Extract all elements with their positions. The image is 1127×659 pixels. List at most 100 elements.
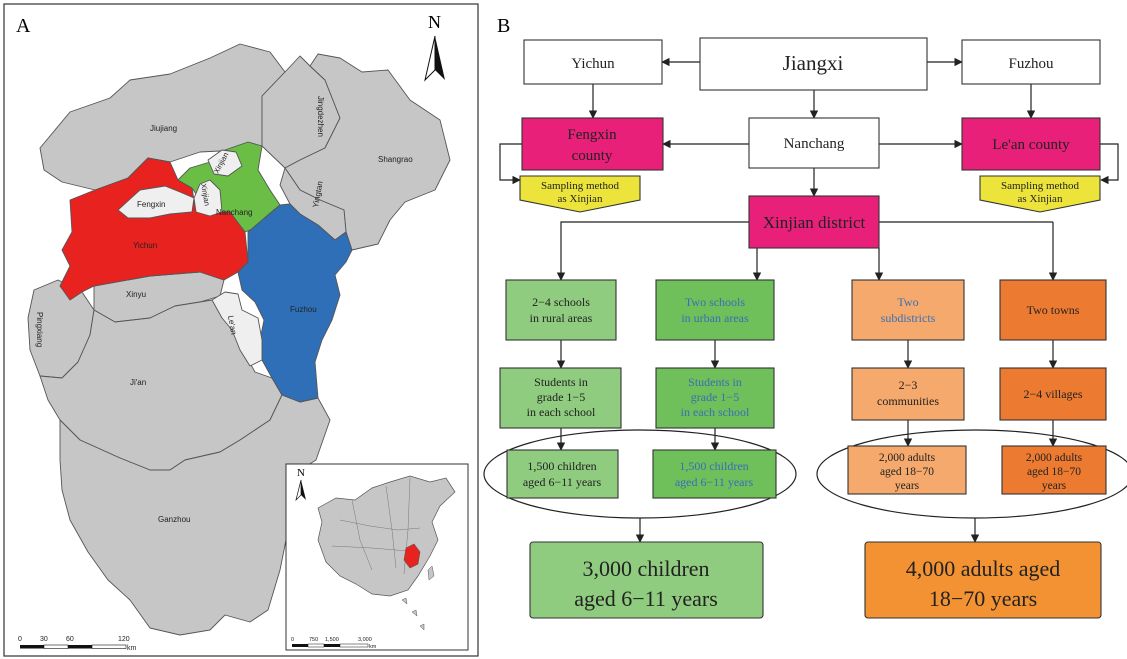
label-shangrao: Shangrao xyxy=(378,155,413,164)
label-xinjian-mid: Xinjian xyxy=(199,183,212,207)
label-jian: Ji'an xyxy=(130,378,146,387)
node-adults-town xyxy=(1001,445,1107,495)
node-total-children xyxy=(529,541,764,619)
taiwan-islands xyxy=(401,565,435,631)
text-sub-2: subdistricts xyxy=(881,311,936,325)
region-shangrao xyxy=(284,53,451,251)
text-total-children-2: aged 6−11 years xyxy=(574,586,718,611)
region-xinjian-mid xyxy=(193,179,223,217)
text-adult-town-1: 2,000 adults xyxy=(1026,452,1083,464)
node-adults-sub xyxy=(847,445,967,495)
label-ganzhou: Ganzhou xyxy=(158,515,190,524)
svg-text:3,000: 3,000 xyxy=(358,637,372,643)
text-stud-rural-3: in each school xyxy=(527,405,596,419)
node-children-rural xyxy=(506,449,619,499)
text-adult-town-3: years xyxy=(1042,480,1067,492)
text-lean: Le'an county xyxy=(992,137,1070,153)
text-total-adults-1: 4,000 adults aged xyxy=(906,556,1061,581)
text-sub-1: Two xyxy=(897,295,918,309)
node-jiangxi xyxy=(699,37,928,91)
panel-b-label: B xyxy=(497,15,510,37)
text-total-children-1: 3,000 children xyxy=(582,556,709,581)
label-fuzhou: Fuzhou xyxy=(290,305,317,314)
label-yichun: Yichun xyxy=(133,241,157,250)
inset-north-arrow-icon: N xyxy=(295,467,306,502)
text-child-urban-2: aged 6−11 years xyxy=(675,475,754,489)
node-yichun xyxy=(523,39,663,85)
node-students-urban xyxy=(655,367,775,429)
node-nanchang xyxy=(748,117,880,169)
node-total-adults xyxy=(864,541,1102,619)
node-lean-county xyxy=(961,117,1101,171)
label-nanchang: Nanchang xyxy=(216,208,252,217)
text-fengxin-2: county xyxy=(572,148,613,164)
flow-boxes xyxy=(499,37,1107,619)
text-urban-2: in urban areas xyxy=(681,311,749,325)
text-rural-1: 2−4 schools xyxy=(532,295,590,309)
text-sampling-right-1: Sampling method xyxy=(1001,180,1079,192)
china-outline xyxy=(317,475,456,597)
panel-b: B xyxy=(483,15,1127,619)
node-communities xyxy=(851,367,965,421)
text-child-rural-1: 1,500 children xyxy=(527,459,596,473)
text-stud-urban-1: Students in xyxy=(688,375,742,389)
node-xinjian-district xyxy=(748,195,880,249)
text-child-urban-1: 1,500 children xyxy=(679,459,748,473)
svg-text:km: km xyxy=(369,644,377,650)
node-students-rural xyxy=(499,367,622,429)
text-total-adults-2: 18−70 years xyxy=(929,586,1037,611)
text-stud-rural-2: grade 1−5 xyxy=(537,390,585,404)
label-fengxin: Fengxin xyxy=(137,200,165,209)
node-sampling-left xyxy=(519,175,641,213)
node-fengxin-county xyxy=(521,117,664,171)
text-adult-town-2: aged 18−70 xyxy=(1027,466,1081,478)
text-comm-2: communities xyxy=(877,394,939,408)
svg-text:km: km xyxy=(127,645,137,652)
text-sampling-left-1: Sampling method xyxy=(541,180,619,192)
jiangxi-map xyxy=(27,43,451,636)
text-stud-rural-1: Students in xyxy=(534,375,588,389)
region-xinjian-top xyxy=(207,149,243,177)
node-urban-schools xyxy=(655,279,775,341)
north-arrow-icon: N xyxy=(424,12,445,82)
text-xinjian-district: Xinjian district xyxy=(763,213,866,232)
text-adult-sub-1: 2,000 adults xyxy=(879,452,936,464)
node-subdistricts xyxy=(851,279,965,341)
node-villages xyxy=(999,367,1107,421)
text-sampling-right-2: as Xinjian xyxy=(1018,193,1063,205)
label-lean: Le'an xyxy=(226,315,238,336)
svg-text:1,500: 1,500 xyxy=(325,637,339,643)
scale-bar: 0 30 60 120 km xyxy=(18,636,137,652)
flow-texts: Jiangxi Yichun Fuzhou Fengxin county Nan… xyxy=(523,51,1083,611)
text-stud-urban-2: grade 1−5 xyxy=(691,390,739,404)
china-inset: N 0 750 1,500 3,000 km xyxy=(285,463,469,651)
text-comm-1: 2−3 xyxy=(899,378,918,392)
jiangxi-highlight xyxy=(403,543,421,569)
text-adult-sub-3: years xyxy=(895,480,920,492)
node-fuzhou xyxy=(961,39,1101,85)
label-xinyu: Xinyu xyxy=(126,290,146,299)
adults-group-ellipse xyxy=(816,429,1127,519)
label-jiujiang: Jiujiang xyxy=(150,124,177,133)
svg-text:0: 0 xyxy=(291,637,294,643)
node-rural-schools xyxy=(505,279,617,341)
svg-text:60: 60 xyxy=(66,636,74,643)
node-towns xyxy=(999,279,1107,341)
region-lean xyxy=(211,291,263,367)
svg-text:N: N xyxy=(428,12,441,32)
text-yichun: Yichun xyxy=(571,56,615,72)
node-children-urban xyxy=(652,449,777,499)
text-sampling-left-2: as Xinjian xyxy=(558,193,603,205)
flow-connectors xyxy=(499,57,1119,543)
china-provinces-lines xyxy=(331,477,421,575)
text-fengxin-1: Fengxin xyxy=(567,127,617,143)
text-towns: Two towns xyxy=(1027,303,1080,317)
text-stud-urban-3: in each school xyxy=(681,405,750,419)
panel-a: A N xyxy=(3,3,479,657)
region-fengxin xyxy=(117,185,195,219)
text-villages: 2−4 villages xyxy=(1023,387,1082,401)
text-urban-1: Two schools xyxy=(685,295,745,309)
text-child-rural-2: aged 6−11 years xyxy=(523,475,602,489)
svg-text:30: 30 xyxy=(40,636,48,643)
